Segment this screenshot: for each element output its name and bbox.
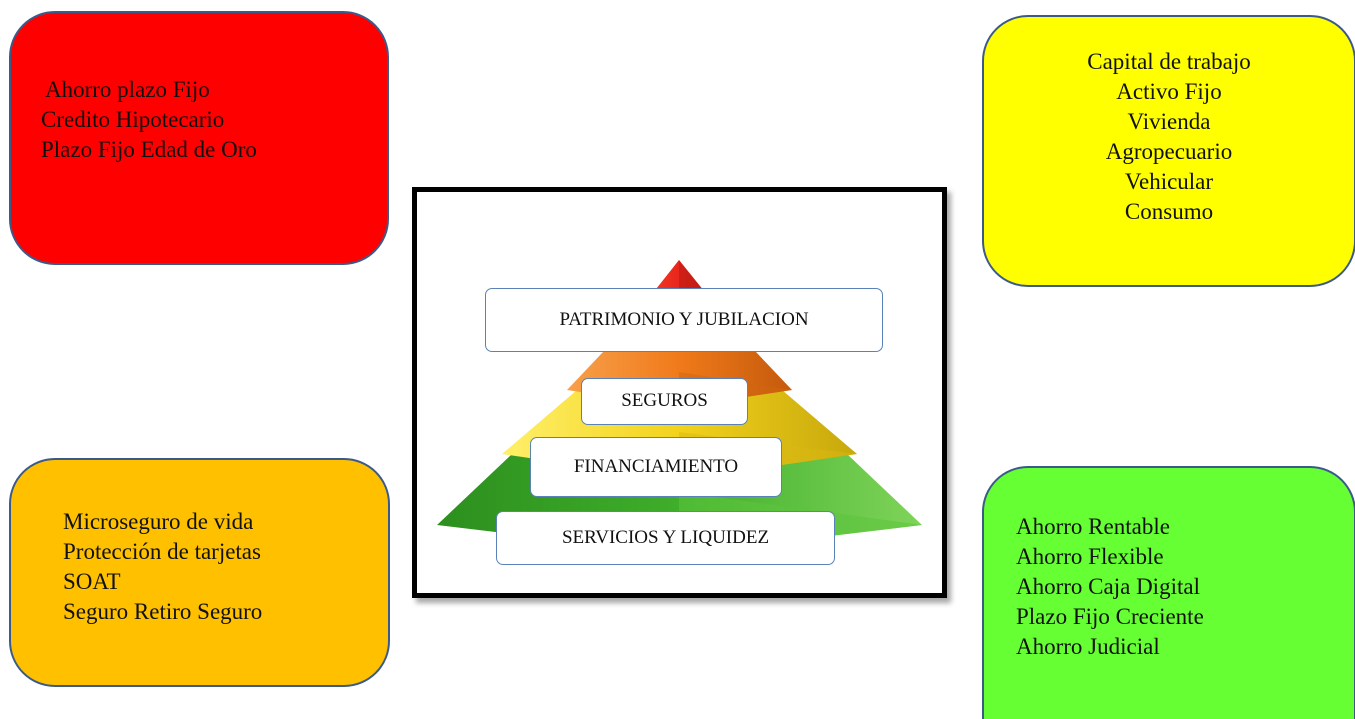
- card-item: Credito Hipotecario: [41, 107, 225, 132]
- card-item: Activo Fijo: [1116, 79, 1222, 104]
- card-item: Microseguro de vida: [63, 509, 254, 534]
- card-item: Ahorro Caja Digital: [1016, 574, 1200, 599]
- card-item: Agropecuario: [1105, 139, 1233, 164]
- card-item: Protección de tarjetas: [63, 539, 261, 564]
- savings-card-red: Ahorro plazo Fijo Credito Hipotecario Pl…: [9, 11, 389, 265]
- card-item: Capital de trabajo: [1087, 49, 1251, 74]
- card-item: Plazo Fijo Edad de Oro: [41, 137, 257, 162]
- pyramid-label-seguros: SEGUROS: [581, 378, 748, 425]
- financing-card-yellow: Capital de trabajo Activo Fijo Vivienda …: [982, 15, 1355, 287]
- pyramid-frame: PATRIMONIO Y JUBILACION SEGUROS FINANCIA…: [412, 187, 947, 598]
- card-item: Ahorro Judicial: [1016, 634, 1160, 659]
- card-item: Ahorro plazo Fijo: [45, 77, 210, 102]
- card-item: Seguro Retiro Seguro: [63, 599, 263, 624]
- card-item: SOAT: [63, 569, 121, 594]
- pyramid-label-patrimonio: PATRIMONIO Y JUBILACION: [485, 288, 883, 352]
- liquidity-card-green: Ahorro Rentable Ahorro Flexible Ahorro C…: [982, 466, 1355, 719]
- pyramid-label-servicios: SERVICIOS Y LIQUIDEZ: [496, 511, 835, 565]
- card-item: Plazo Fijo Creciente: [1016, 604, 1204, 629]
- insurance-card-orange: Microseguro de vida Protección de tarjet…: [9, 458, 390, 687]
- card-item: Ahorro Rentable: [1016, 514, 1170, 539]
- card-item: Vivienda: [1127, 109, 1211, 134]
- card-item: Consumo: [1124, 199, 1214, 224]
- card-item: Vehicular: [1124, 169, 1214, 194]
- pyramid-label-financiamiento: FINANCIAMIENTO: [530, 437, 782, 497]
- card-item: Ahorro Flexible: [1016, 544, 1164, 569]
